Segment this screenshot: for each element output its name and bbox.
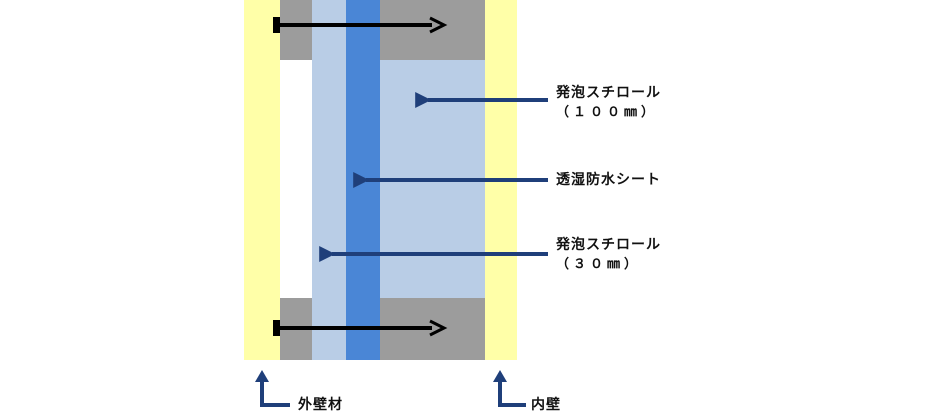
leader-arrow-interior-wall: [493, 370, 526, 407]
label-foam-100mm-spec: （１００㎜）: [556, 105, 659, 120]
foam-30mm-layer: [312, 0, 346, 360]
label-membrane: 透湿防水シート: [556, 172, 661, 188]
exterior-wall-band: [244, 0, 280, 360]
batten-top-outer: [280, 0, 312, 60]
screw-top: [273, 16, 448, 34]
leader-arrow-exterior-wall: [255, 370, 290, 407]
label-exterior-wall: 外壁材: [298, 397, 343, 413]
screw-bottom: [273, 319, 448, 337]
air-cavity: [280, 60, 312, 298]
label-interior-wall: 内壁: [531, 397, 561, 413]
label-foam-100mm-name: 発泡スチロール: [556, 85, 661, 101]
label-foam-30mm-name: 発泡スチロール: [556, 237, 661, 253]
label-foam-30mm-spec: （３０㎜）: [556, 257, 642, 272]
